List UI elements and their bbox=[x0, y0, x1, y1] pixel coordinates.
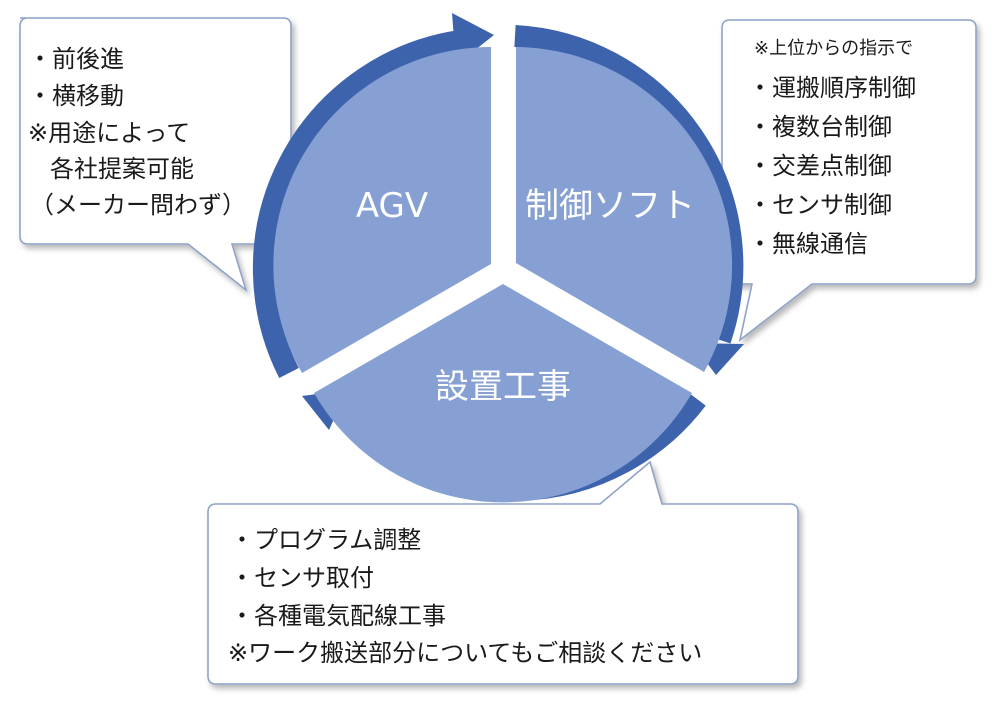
control-item-order: ・運搬順序制御 bbox=[748, 74, 916, 102]
callout-agv-box bbox=[19, 17, 292, 293]
callout-control-box bbox=[721, 19, 977, 342]
segment-label-agv: AGV bbox=[356, 186, 428, 226]
cycle-segments bbox=[273, 47, 733, 503]
agv-note-proposal: 各社提案可能 bbox=[50, 155, 194, 183]
agv-item-forward: ・前後進 bbox=[28, 45, 124, 73]
callout-control: ※上位からの指示で ・運搬順序制御 ・複数台制御 ・交差点制御 ・センサ制御 ・… bbox=[748, 38, 916, 258]
callout-agv: ・前後進 ・横移動 ※用途によって 各社提案可能 （メーカー問わず） bbox=[28, 45, 246, 219]
segment-label-control: 制御ソフト bbox=[525, 186, 695, 226]
callout-install: ・プログラム調整 ・センサ取付 ・各種電気配線工事 ※ワーク搬送部分についてもご… bbox=[228, 526, 702, 667]
control-item-crossing: ・交差点制御 bbox=[748, 152, 892, 180]
control-item-multi: ・複数台制御 bbox=[748, 113, 892, 141]
control-item-sensor: ・センサ制御 bbox=[748, 191, 892, 219]
segment-install bbox=[314, 284, 692, 503]
arrow-to-install bbox=[514, 25, 744, 344]
agv-note-usage: ※用途によって bbox=[28, 119, 190, 147]
install-item-wiring: ・各種電気配線工事 bbox=[230, 602, 446, 630]
control-note: ※上位からの指示で bbox=[754, 38, 913, 59]
segment-agv bbox=[273, 47, 491, 373]
install-note-consult: ※ワーク搬送部分についてもご相談ください bbox=[228, 639, 702, 667]
arrow-to-control bbox=[252, 30, 462, 378]
agv-note-maker: （メーカー問わず） bbox=[30, 191, 246, 219]
segment-label-install: 設置工事 bbox=[435, 367, 571, 407]
segment-control bbox=[516, 47, 733, 372]
install-item-sensor: ・センサ取付 bbox=[230, 564, 374, 592]
install-item-program: ・プログラム調整 bbox=[230, 526, 421, 554]
control-item-wireless: ・無線通信 bbox=[748, 230, 868, 258]
callout-install-box bbox=[207, 460, 799, 685]
agv-item-lateral: ・横移動 bbox=[28, 82, 124, 110]
